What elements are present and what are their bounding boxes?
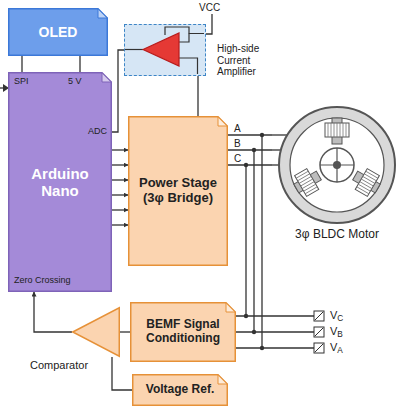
node-text: Arduino Nano [14, 165, 106, 200]
signal-name: VA [330, 341, 343, 354]
sense-wire [236, 331, 314, 332]
folded-corner [218, 375, 227, 384]
node-text: OLED [39, 24, 78, 40]
node-text: High-side Current Amplifier [217, 43, 291, 78]
signal-connector [112, 50, 124, 132]
stator-housing [279, 107, 395, 223]
phase-tap-wire [245, 165, 246, 316]
node-text: Comparator [30, 359, 78, 372]
signal-connector [197, 76, 198, 116]
terminal-symbol [314, 327, 324, 337]
amplifier-input [179, 58, 198, 74]
amplifier-input [179, 34, 204, 43]
signal-connector [112, 164, 128, 165]
terminal-symbol [314, 343, 324, 353]
current-amplifier: High-side Current Amplifier [124, 24, 206, 76]
box-outline [9, 9, 108, 56]
signal-connector [112, 224, 128, 225]
signal-connector [112, 149, 128, 150]
junction-dot [244, 314, 248, 318]
pin-name: Zero Crossing [14, 275, 71, 285]
pin-name: 5 V [68, 76, 82, 86]
signal-connector [112, 179, 128, 180]
box-outline [129, 117, 228, 266]
box-outline [133, 375, 228, 406]
amplifier-output [125, 49, 143, 50]
terminal-symbol [315, 328, 323, 336]
phase-tap-wire [253, 150, 254, 332]
amplifier-symbol [125, 25, 204, 74]
phase-label: C [233, 153, 242, 164]
folded-corner [218, 117, 227, 126]
folded-corner [102, 73, 111, 82]
signal-connector [21, 56, 22, 72]
voltage-reference-box: Voltage Ref. [132, 374, 228, 406]
comparator-symbol: Comparator [72, 307, 120, 357]
rotor-poles [320, 148, 354, 182]
signal-connector [79, 56, 80, 72]
box-outline [131, 303, 236, 362]
stator-coil [349, 165, 384, 199]
stator-bore [290, 118, 384, 212]
signal-connector [112, 357, 132, 390]
amplifier-triangle [143, 33, 179, 66]
folded-corner [98, 9, 107, 18]
bldc-motor: 3φ BLDC Motor [272, 98, 402, 258]
signal-connector [112, 209, 128, 210]
junction-dot [252, 330, 256, 334]
supply-label: VCC [199, 2, 220, 14]
signal-connector [228, 149, 272, 150]
node-text: Power Stage (3φ Bridge) [134, 176, 222, 206]
signal-connector [34, 292, 72, 332]
stator-coil [325, 118, 349, 144]
signal-conditioning-box: BEMF Signal Conditioning [130, 302, 236, 362]
comparator-triangle [73, 308, 120, 357]
sense-wire [236, 347, 314, 348]
pin-name: ADC [88, 126, 107, 136]
rotor-shaft [333, 161, 341, 169]
node-text: Voltage Ref. [146, 383, 214, 397]
motor-illustration [272, 107, 395, 223]
signal-connector [228, 134, 272, 135]
terminal-symbol [314, 311, 324, 321]
power-stage-box: Power Stage (3φ Bridge) [128, 116, 228, 266]
display-module: OLED [8, 8, 108, 56]
terminal-symbol [315, 312, 323, 320]
phase-label: A [233, 123, 242, 134]
signal-connector [228, 164, 272, 165]
node-text: BEMF Signal Conditioning [136, 318, 230, 346]
rotor [320, 148, 354, 182]
stator-coil [290, 165, 325, 199]
node-text: 3φ BLDC Motor [272, 228, 402, 242]
signal-connector [112, 194, 128, 195]
signal-connector [120, 331, 130, 332]
terminal-symbol [315, 344, 323, 352]
signal-name: VC [330, 309, 343, 322]
junction-dot [260, 346, 264, 350]
pin-name: SPI [14, 76, 29, 86]
supply-wire [206, 14, 212, 34]
comparator-symbol-outline [72, 307, 120, 357]
microcontroller-board: Arduino Nano [8, 72, 112, 292]
phase-label: B [233, 138, 242, 149]
box-outline [9, 73, 112, 292]
folded-corner [226, 303, 235, 312]
signal-name: VB [330, 325, 343, 338]
